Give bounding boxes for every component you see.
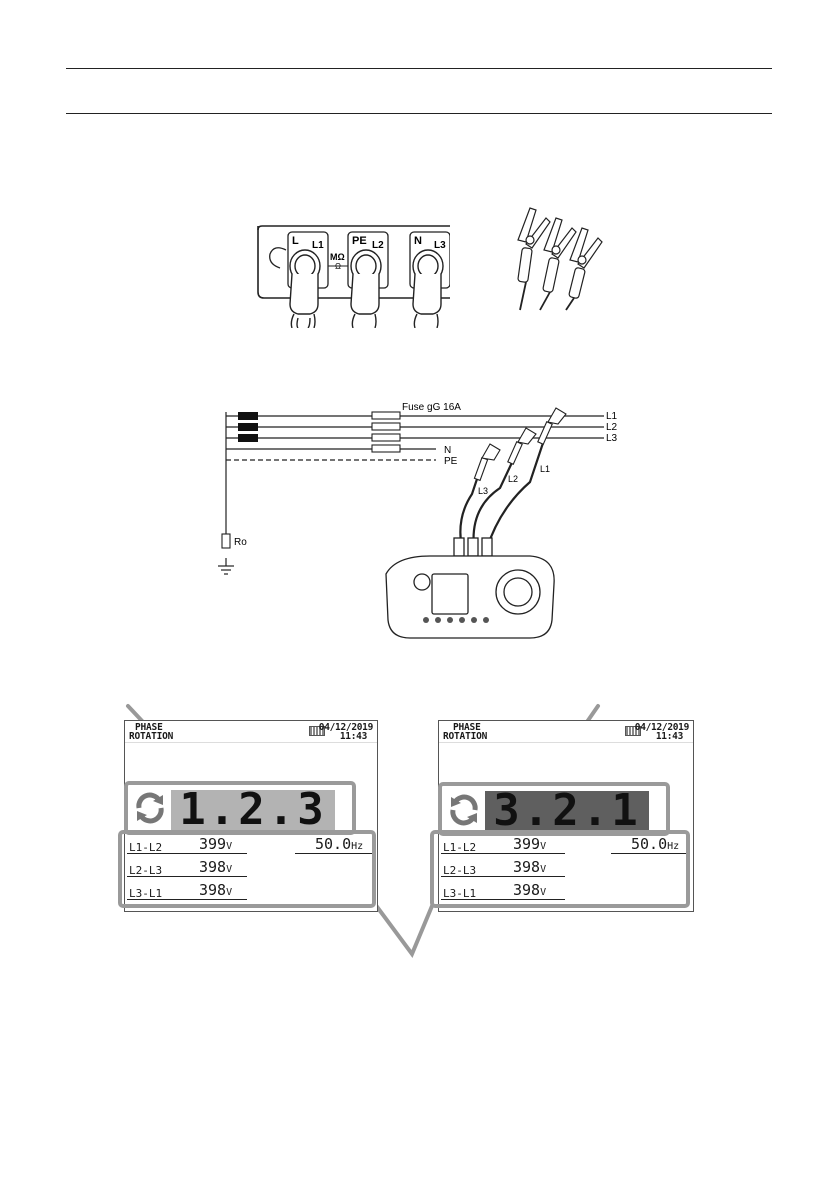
terminal-1-sub: L1 — [312, 240, 324, 251]
screen-time: 11:43 — [340, 732, 367, 742]
screen-time: 11:43 — [656, 732, 683, 742]
lead-label-l3: L3 — [478, 486, 488, 496]
header-rule-top — [66, 68, 772, 69]
wiring-diagram: Fuse gG 16A L1 L2 L3 N PE Ro L3 L2 L1 — [200, 398, 640, 668]
values-highlight-1 — [118, 830, 376, 908]
terminal-3-sub: L3 — [434, 240, 446, 251]
line-label-pe: PE — [444, 456, 458, 467]
screen-title-line2: ROTATION — [443, 732, 487, 742]
terminal-center-label: MΩ — [330, 252, 345, 262]
sequence-highlight-1 — [124, 781, 356, 835]
terminal-2-top: PE — [352, 235, 367, 247]
line-label-l1: L1 — [606, 411, 618, 422]
sequence-highlight-2 — [438, 782, 670, 836]
terminal-block-illustration: L L1 PE L2 N L3 MΩ Ω — [250, 222, 450, 328]
line-label-l3: L3 — [606, 433, 618, 444]
terminal-3-top: N — [414, 235, 422, 247]
values-highlight-2 — [430, 830, 690, 908]
terminal-1-top: L — [292, 235, 299, 247]
terminal-2-sub: L2 — [372, 240, 384, 251]
crocodile-clips-illustration — [496, 200, 612, 312]
header-rule-bottom — [66, 113, 772, 114]
screen-title-line2: ROTATION — [129, 732, 173, 742]
line-label-l2: L2 — [606, 422, 618, 433]
ground-resistor-label: Ro — [234, 537, 247, 548]
fuse-label: Fuse gG 16A — [402, 402, 461, 413]
line-label-n: N — [444, 445, 451, 456]
lead-label-l1: L1 — [540, 464, 550, 474]
lead-label-l2: L2 — [508, 474, 518, 484]
